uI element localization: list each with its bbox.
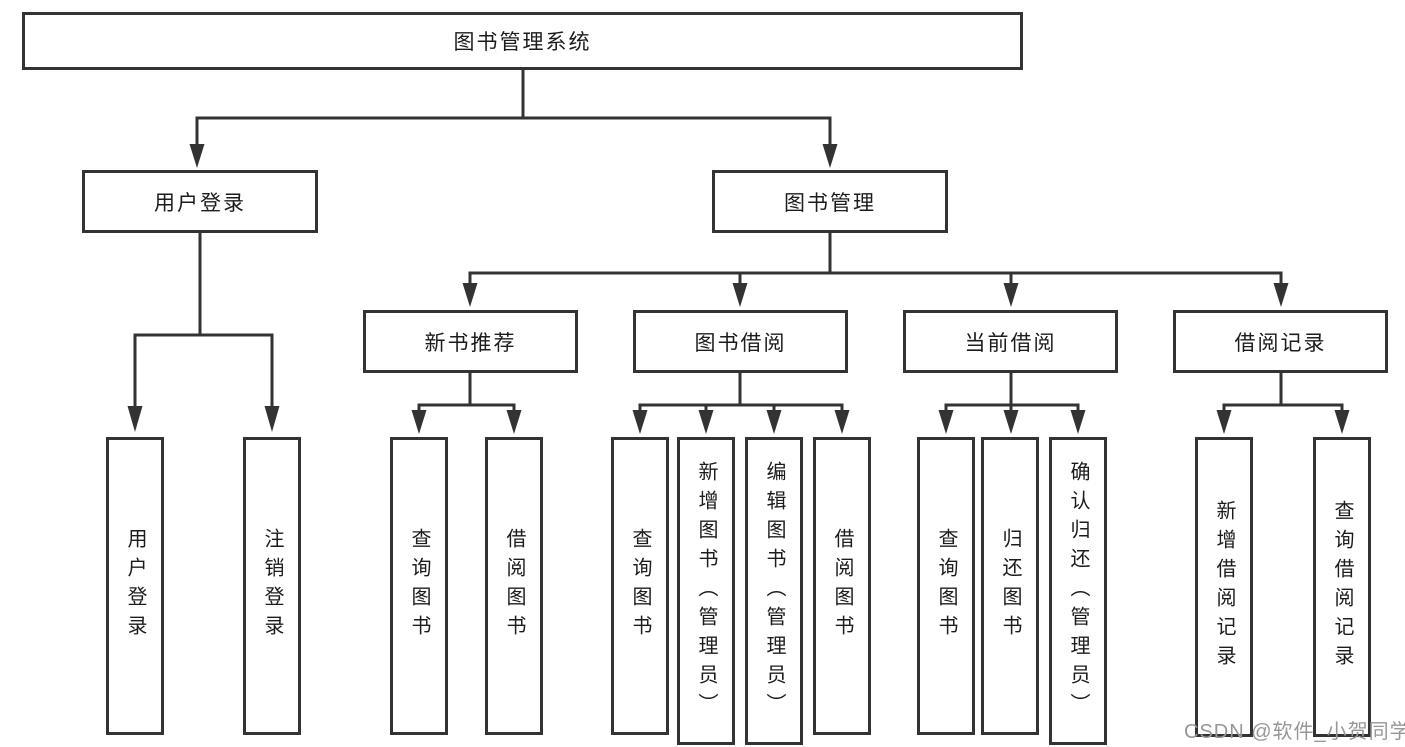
arrow-down-icon — [264, 406, 280, 432]
node-current-borrow: 当前借阅 — [903, 310, 1118, 373]
arrow-down-icon — [938, 410, 954, 434]
node-label: 图书管理 — [784, 191, 876, 215]
leaf-label: 查询图书 — [629, 528, 651, 644]
leaf-label: 查询图书 — [408, 528, 430, 644]
leaf-add-borrow-record: 新增借阅记录 — [1195, 437, 1253, 737]
arrow-down-icon — [462, 283, 478, 307]
leaf-add-book-admin: 新增图书（管理员） — [677, 437, 735, 745]
arrow-down-icon — [127, 406, 143, 432]
connector-root-to-level2 — [189, 70, 838, 168]
leaf-confirm-return-admin: 确认归还（管理员） — [1049, 437, 1107, 745]
arrow-down-icon — [698, 410, 714, 434]
arrow-down-icon — [834, 410, 850, 434]
arrow-down-icon — [411, 410, 427, 434]
node-root: 图书管理系统 — [22, 12, 1023, 70]
node-root-label: 图书管理系统 — [453, 31, 592, 54]
leaf-borrow-books: 借阅图书 — [813, 437, 871, 735]
arrow-down-icon — [1334, 410, 1350, 434]
arrow-down-icon — [1003, 283, 1019, 307]
leaf-borrow-books-rec: 借阅图书 — [485, 437, 543, 735]
leaf-label: 编辑图书（管理员） — [763, 460, 785, 722]
leaf-query-borrow-record: 查询借阅记录 — [1313, 437, 1371, 737]
leaf-label: 确认归还（管理员） — [1067, 460, 1089, 722]
node-book-borrow: 图书借阅 — [633, 310, 848, 373]
leaf-label: 新增图书（管理员） — [695, 460, 717, 722]
leaf-logout: 注销登录 — [243, 437, 301, 735]
leaf-label: 借阅图书 — [503, 528, 525, 644]
leaf-label: 查询借阅记录 — [1331, 500, 1353, 674]
arrow-down-icon — [189, 144, 205, 168]
watermark: CSDN @软件_小贺同学 — [1184, 721, 1405, 743]
leaf-label: 查询图书 — [935, 528, 957, 644]
node-book-mgmt: 图书管理 — [712, 170, 948, 233]
connector-new-book-branch — [411, 373, 522, 434]
arrow-down-icon — [766, 410, 782, 434]
leaf-return-book: 归还图书 — [981, 437, 1039, 735]
leaf-edit-book-admin: 编辑图书（管理员） — [745, 437, 803, 745]
arrow-down-icon — [632, 410, 648, 434]
leaf-label: 注销登录 — [261, 528, 283, 644]
connector-borrow-records-branch — [1216, 373, 1350, 434]
node-borrow-records: 借阅记录 — [1173, 310, 1388, 373]
arrow-down-icon — [822, 144, 838, 168]
arrow-down-icon — [1070, 410, 1086, 434]
node-label: 新书推荐 — [424, 331, 517, 355]
arrow-down-icon — [1003, 410, 1019, 434]
connector-user-login-branch — [127, 233, 280, 432]
leaf-user-login: 用户登录 — [106, 437, 164, 735]
connector-book-mgmt-branch — [462, 233, 1289, 307]
node-label: 用户登录 — [154, 191, 246, 215]
node-new-book-rec: 新书推荐 — [363, 310, 578, 373]
leaf-label: 借阅图书 — [831, 528, 853, 644]
leaf-label: 归还图书 — [999, 528, 1021, 644]
leaf-query-books-rec: 查询图书 — [390, 437, 448, 735]
node-label: 借阅记录 — [1234, 331, 1327, 355]
connector-current-borrow-branch — [938, 373, 1086, 434]
leaf-query-books-borrow: 查询图书 — [611, 437, 669, 735]
leaf-label: 新增借阅记录 — [1213, 500, 1235, 674]
node-label: 图书借阅 — [694, 331, 787, 355]
node-user-login: 用户登录 — [82, 170, 318, 233]
arrow-down-icon — [1273, 283, 1289, 307]
connector-book-borrow-branch — [632, 373, 850, 434]
arrow-down-icon — [732, 283, 748, 307]
leaf-query-books-current: 查询图书 — [917, 437, 975, 735]
leaf-label: 用户登录 — [124, 528, 146, 644]
arrow-down-icon — [506, 410, 522, 434]
node-label: 当前借阅 — [964, 331, 1057, 355]
arrow-down-icon — [1216, 410, 1232, 434]
